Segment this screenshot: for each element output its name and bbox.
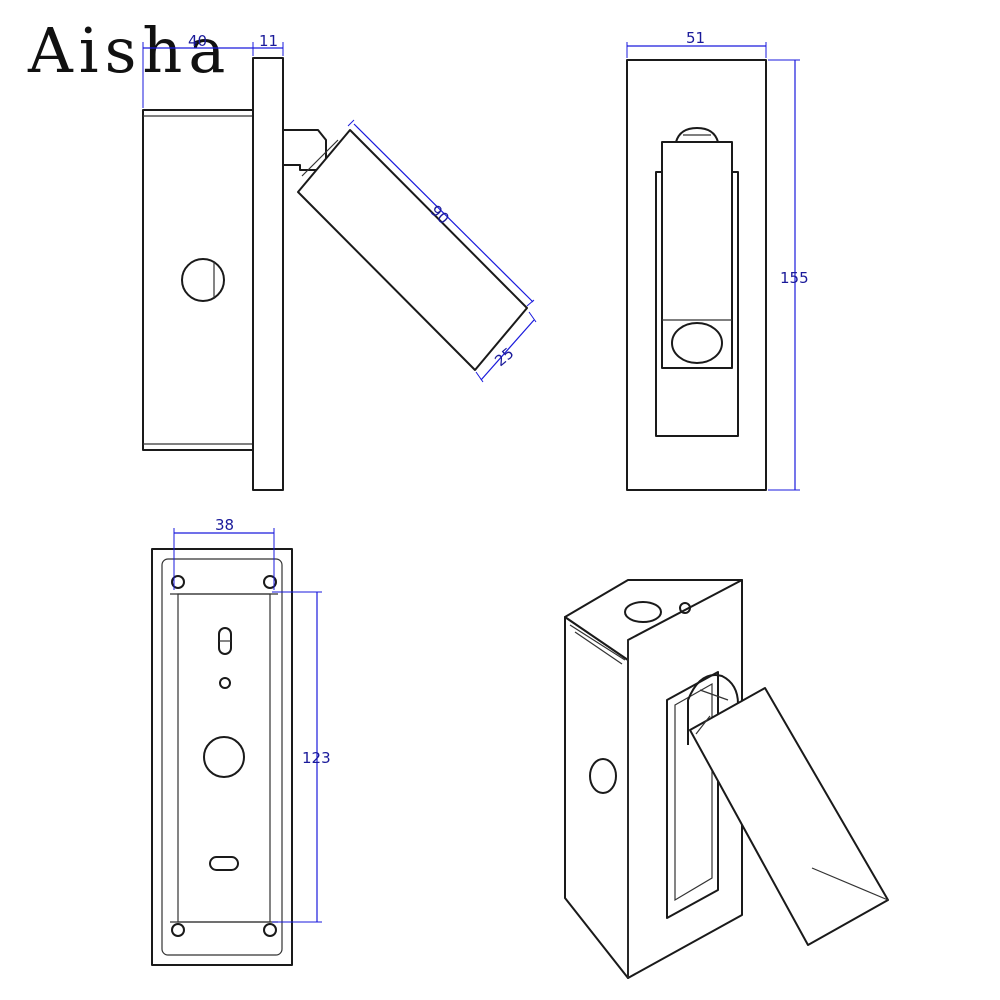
back-cable-hole: [203, 736, 245, 778]
front-knob: [675, 127, 719, 143]
dim-51-label: 51: [686, 29, 705, 47]
dim-123-label: 123: [302, 749, 331, 767]
back-small-hole: [219, 677, 231, 689]
iso-side-hole: [589, 758, 617, 794]
side-hole: [181, 258, 225, 302]
iso-body-edge-b: [574, 631, 623, 665]
side-view: 40 11 90 25: [142, 32, 537, 491]
iso-body-side: [564, 616, 629, 979]
back-inner-rim: [161, 558, 283, 956]
side-body: [142, 109, 254, 451]
back-screw-hole-br: [263, 923, 277, 937]
dim-155-label: 155: [780, 269, 809, 287]
side-hinge: [283, 129, 327, 171]
iso-arm-divider: [811, 867, 889, 901]
dim-25-ext-b: [475, 371, 484, 383]
back-view: 38 123: [151, 516, 331, 966]
watermark: Aisha: [28, 14, 232, 87]
side-arm: [297, 129, 528, 371]
back-screw-hole-tr: [263, 575, 277, 589]
back-outer: [151, 548, 293, 966]
back-screw-hole-bl: [171, 923, 185, 937]
dim-25-line: [480, 319, 535, 381]
front-plate: [626, 59, 767, 491]
isometric-view: [564, 579, 889, 979]
front-head: [661, 141, 733, 369]
iso-top-hole: [624, 601, 662, 623]
front-view: 51 155: [626, 29, 809, 491]
iso-hinge-detail: [699, 689, 729, 701]
dim-25-ext-a: [528, 311, 537, 323]
dim-40-label: 40: [188, 32, 207, 50]
side-plate: [252, 57, 284, 491]
back-screw-hole-tl: [171, 575, 185, 589]
dim-90-line: [353, 123, 534, 303]
iso-arm-cap: [695, 715, 711, 735]
front-lens: [671, 322, 723, 364]
dim-90-ext-b: [526, 299, 535, 307]
back-bottom-slot: [209, 856, 239, 871]
dim-25-label: 25: [491, 344, 517, 370]
iso-hinge: [687, 674, 739, 745]
side-arm-cap: [301, 139, 339, 177]
dim-11-label: 11: [259, 32, 278, 50]
back-mount-plate: [177, 593, 271, 923]
iso-body-edge-a: [569, 624, 626, 661]
iso-screw: [679, 602, 691, 614]
dim-90-ext-a: [347, 119, 355, 127]
dim-38-label: 38: [215, 516, 234, 534]
iso-recess-inner: [674, 682, 713, 902]
